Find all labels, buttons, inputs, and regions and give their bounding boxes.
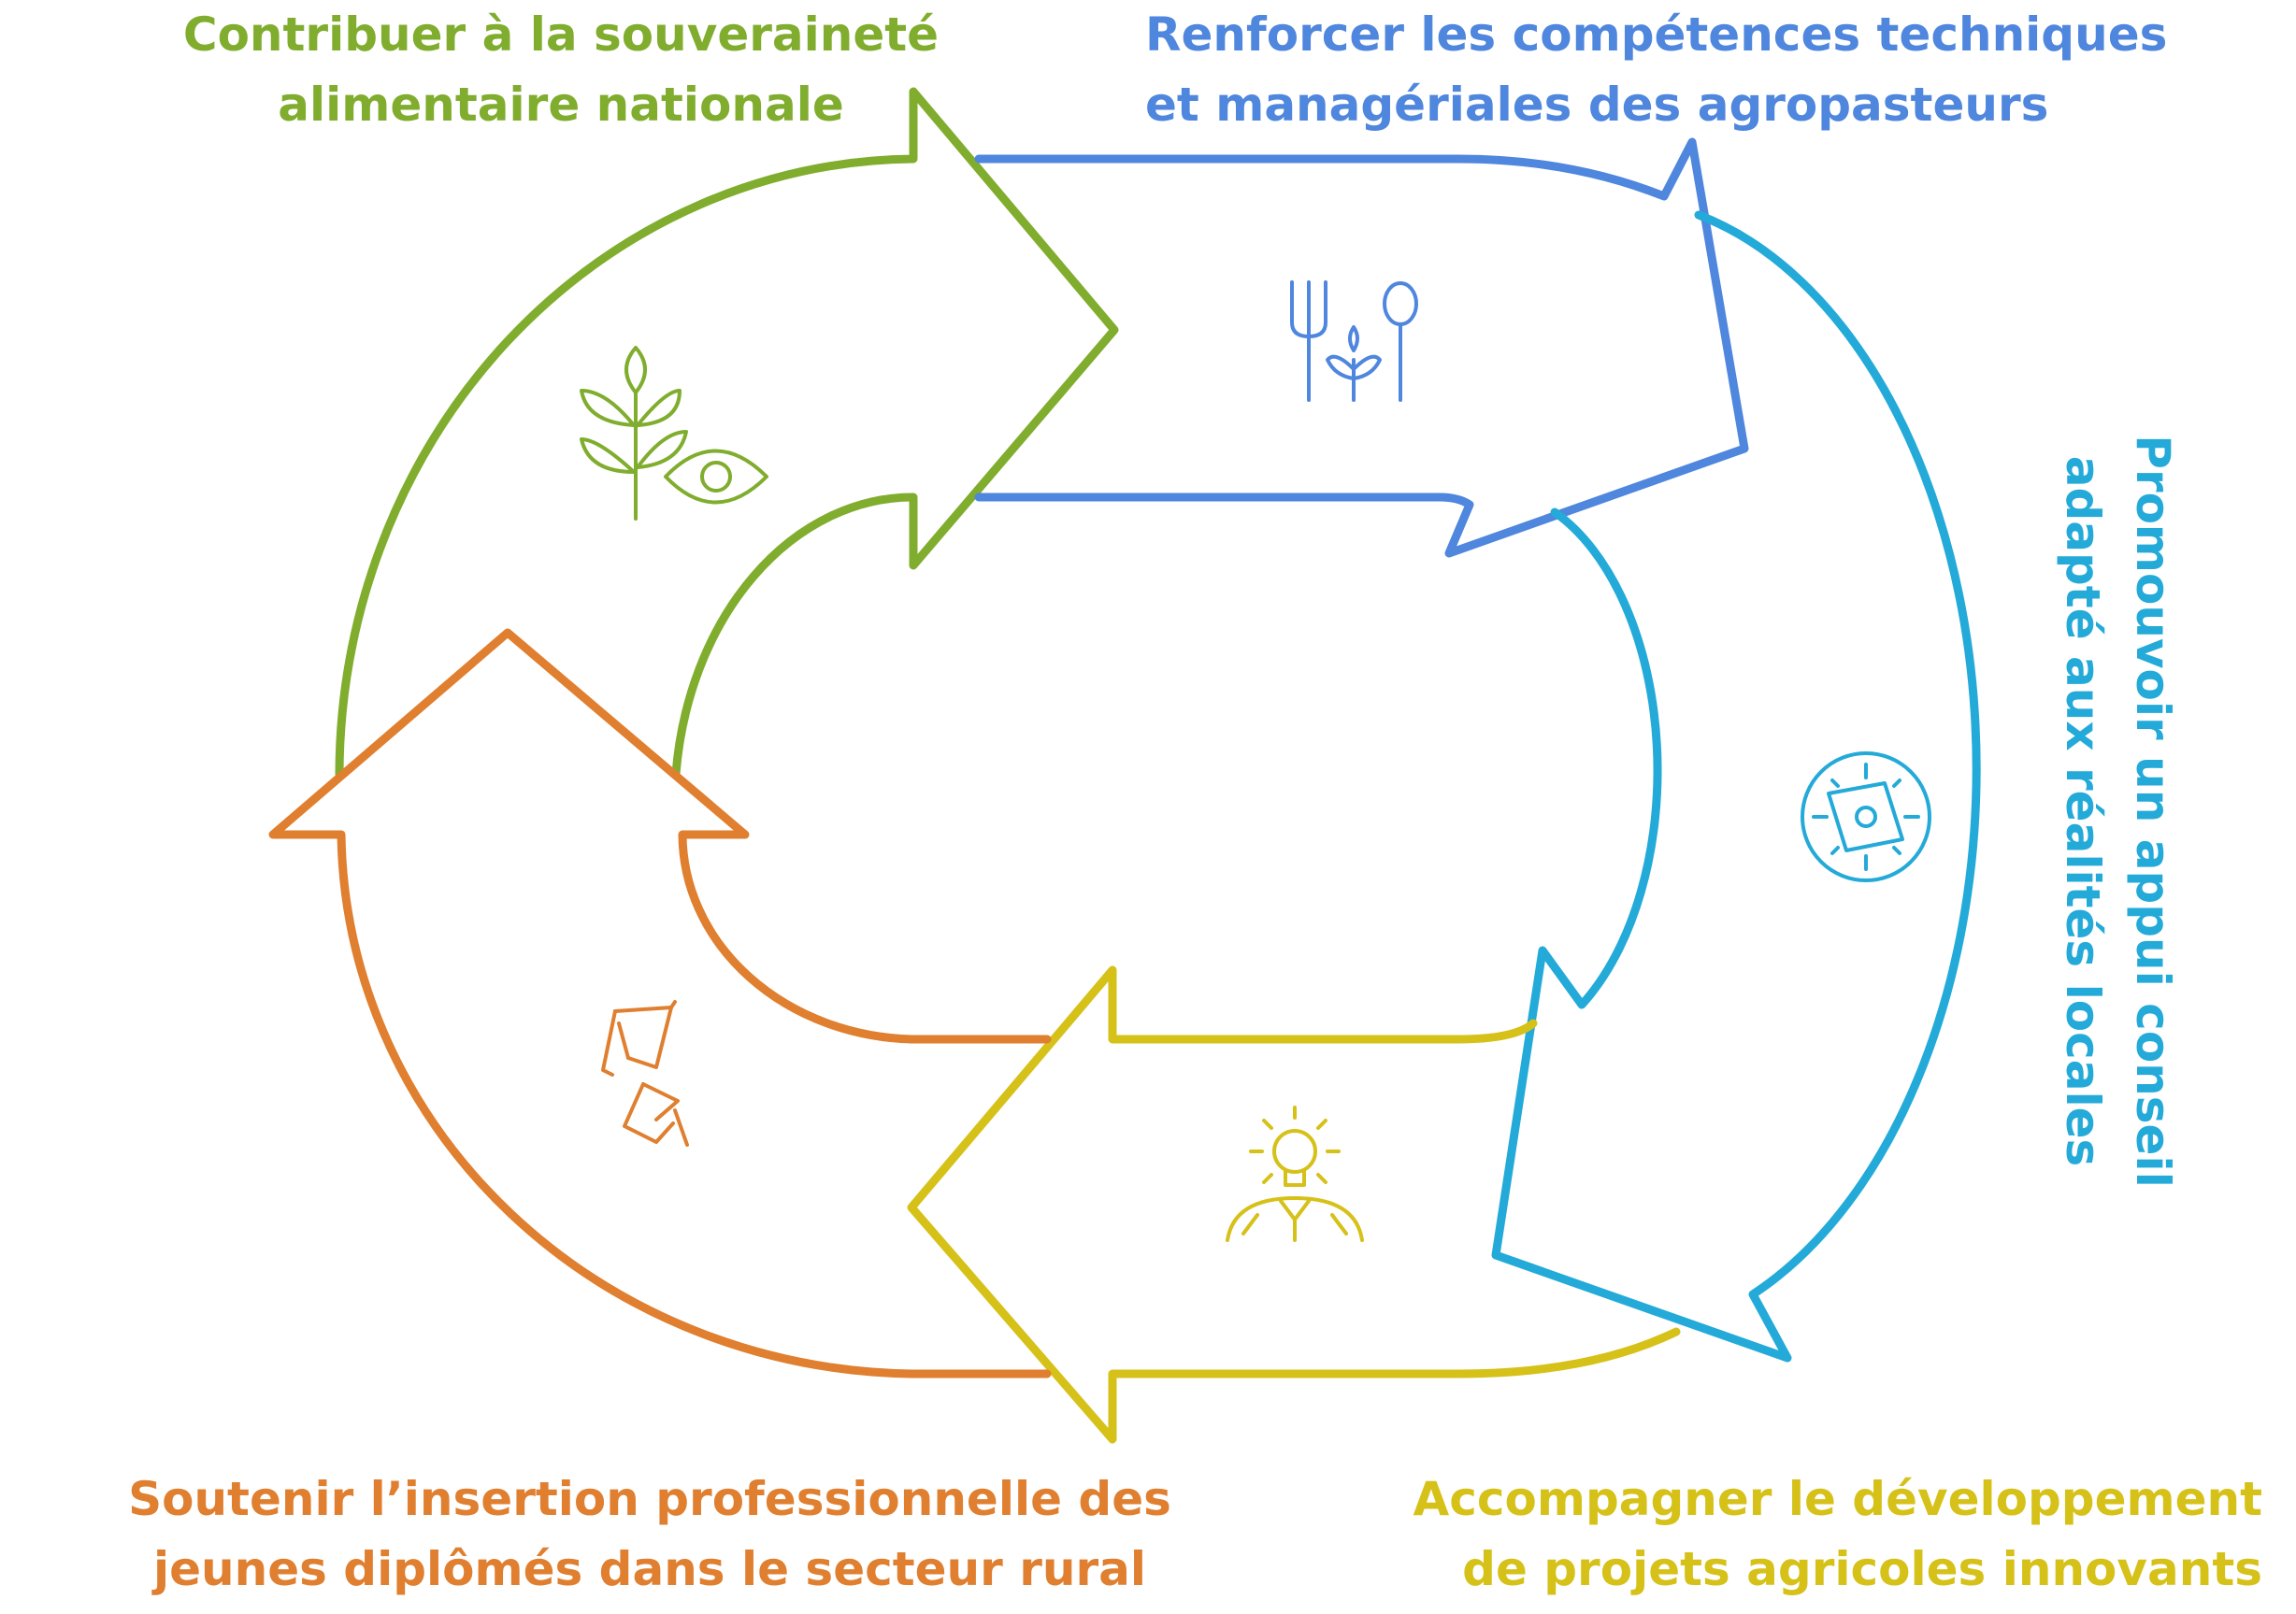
plant-eye-icon (580, 346, 768, 521)
label-projets-innovants: Accompagner le développement de projets … (1262, 1464, 2262, 1605)
label-line: jeunes diplômés dans le secteur rural (152, 1542, 1147, 1596)
label-line: Renforcer les compétences techniques (1145, 7, 2168, 62)
arrow-green (335, 87, 1119, 778)
arrow-cyan (1491, 210, 1981, 1363)
label-line: Accompagner le développement (1413, 1472, 2262, 1526)
label-competences: Renforcer les compétences techniques et … (1145, 0, 2267, 140)
graduation-caps-icon (601, 1000, 689, 1147)
label-appui-conseil: Promouvoir un appui conseil adapté aux r… (2038, 391, 2188, 1232)
compass-icon (1801, 751, 1931, 882)
label-line: alimentaire nationale (278, 78, 844, 132)
fork-sprout-spoon-icon (1290, 280, 1418, 402)
arrow-blue (974, 137, 1749, 558)
label-line: de projets agricoles innovants (1462, 1542, 2262, 1596)
label-insertion-professionnelle: Soutenir l’insertion professionnelle des… (89, 1464, 1211, 1605)
label-souverainete: Contribuer à la souveraineté alimentaire… (150, 0, 972, 140)
label-line: Contribuer à la souveraineté (182, 7, 940, 62)
lightbulb-person-icon (1226, 1106, 1364, 1242)
arrow-orange (268, 628, 1052, 1378)
label-line: adapté aux réalités locales (2056, 455, 2110, 1167)
label-line: Promouvoir un appui conseil (2126, 435, 2180, 1188)
arrow-yellow (907, 965, 1681, 1444)
label-line: et managériales des agropasteurs (1145, 78, 2049, 132)
label-line: Soutenir l’insertion professionnelle des (128, 1472, 1171, 1526)
